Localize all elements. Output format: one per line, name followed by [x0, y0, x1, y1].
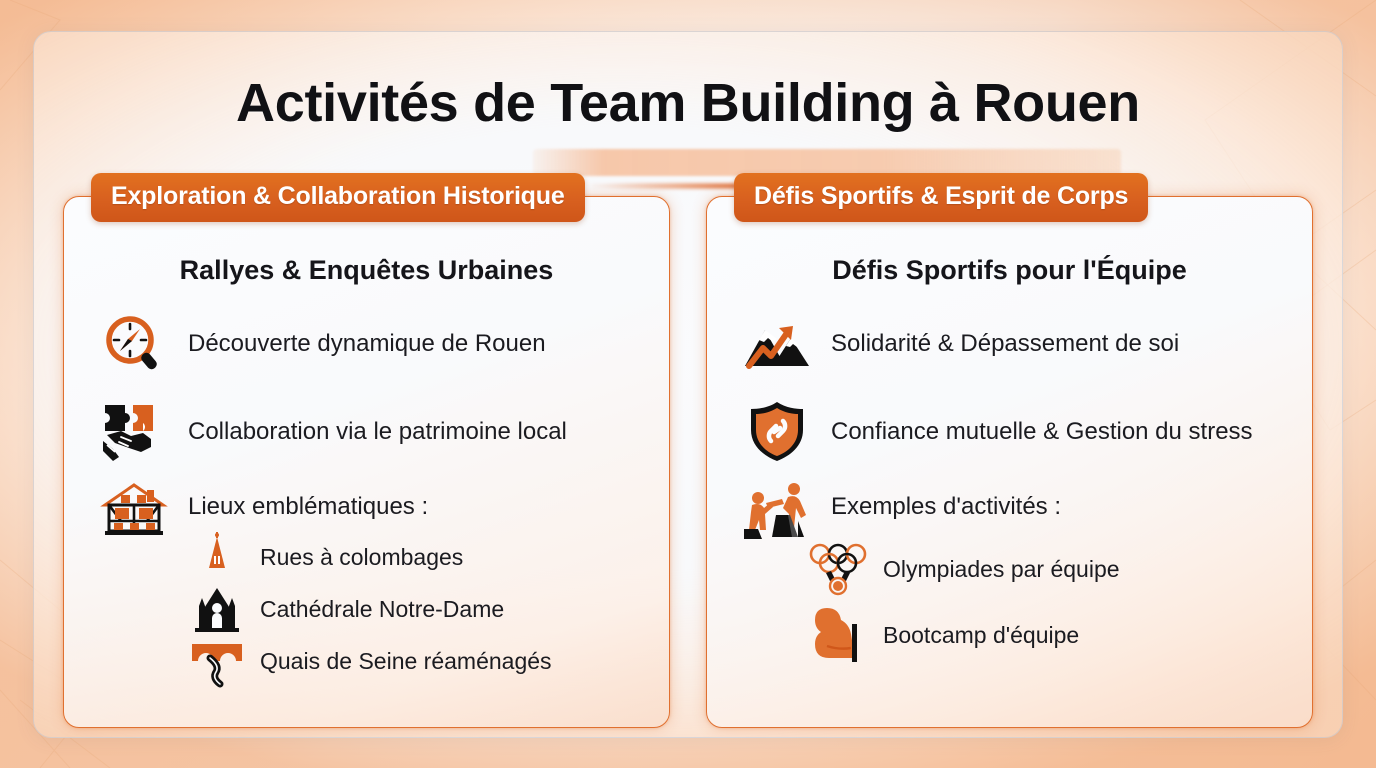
- panel-subtitle-sports: Défis Sportifs pour l'Équipe: [832, 255, 1187, 285]
- list-item-label: Lieux emblématiques :: [188, 493, 429, 520]
- list-item: Quais de Seine réaménagés: [188, 635, 649, 688]
- list-item: Cathédrale Notre-Dame: [188, 583, 649, 635]
- list-item: Exemples d'activités :: [741, 479, 1292, 545]
- list-item: Lieux emblématiques :: [98, 479, 649, 545]
- list-item-label: Découverte dynamique de Rouen: [188, 329, 546, 357]
- flexed-bicep-icon: [807, 606, 869, 664]
- list-item-label: Rues à colombages: [260, 543, 464, 570]
- compass-magnifier-icon: [98, 311, 170, 377]
- list-item-label: Confiance mutuelle & Gestion du stress: [831, 417, 1253, 445]
- list-item-label: Bootcamp d'équipe: [883, 621, 1080, 648]
- mountain-arrow-icon: [741, 311, 813, 377]
- list-item-label: Collaboration via le patrimoine local: [188, 417, 567, 445]
- cathedral-spire-icon: [188, 531, 246, 583]
- activities-block: Exemples d'activités :: [741, 479, 1292, 665]
- list-item: Découverte dynamique de Rouen: [98, 311, 649, 377]
- list-item: Olympiades par équipe: [807, 539, 1292, 599]
- panels-container: Exploration & Collaboration Historique R…: [34, 173, 1342, 728]
- activities-sublist: Olympiades par équipe: [741, 539, 1292, 665]
- title-block: Activités de Team Building à Rouen: [34, 72, 1342, 192]
- climbers-helping-icon: [741, 479, 813, 545]
- bridge-river-icon: [188, 635, 246, 688]
- olympic-rings-medal-icon: [807, 540, 869, 598]
- panel-sports: Défis Sportifs & Esprit de Corps Défis S…: [706, 173, 1313, 728]
- panel-badge-exploration: Exploration & Collaboration Historique: [91, 173, 585, 222]
- list-item-label: Exemples d'activités :: [831, 493, 1062, 520]
- landmarks-sublist: Rues à colombages: [98, 531, 649, 688]
- list-item: Bootcamp d'équipe: [807, 605, 1292, 665]
- list-item: Collaboration via le patrimoine local: [98, 399, 649, 465]
- title-highlight-band: [533, 149, 1122, 176]
- list-item-label: Olympiades par équipe: [883, 555, 1120, 582]
- slide-card: Activités de Team Building à Rouen Explo…: [33, 31, 1343, 738]
- list-item-label: Cathédrale Notre-Dame: [260, 595, 505, 622]
- cathedral-icon: [188, 583, 246, 635]
- panel-subtitle-exploration: Rallyes & Enquêtes Urbaines: [179, 255, 554, 285]
- exploration-item-list: Découverte dynamique de Rouen: [98, 311, 649, 688]
- list-item: Confiance mutuelle & Gestion du stress: [741, 399, 1292, 465]
- lieux-block: Lieux emblématiques :: [98, 479, 649, 688]
- panel-badge-sports: Défis Sportifs & Esprit de Corps: [734, 173, 1149, 222]
- list-item-label: Solidarité & Dépassement de soi: [831, 329, 1180, 357]
- puzzle-handshake-icon: [98, 399, 170, 465]
- list-item-label: Quais de Seine réaménagés: [260, 647, 552, 674]
- shield-chain-icon: [741, 399, 813, 465]
- panel-exploration: Exploration & Collaboration Historique R…: [63, 173, 670, 728]
- sports-item-list: Solidarité & Dépassement de soi: [741, 311, 1292, 671]
- half-timbered-house-icon: [98, 479, 170, 545]
- list-item: Solidarité & Dépassement de soi: [741, 311, 1292, 377]
- page-title: Activités de Team Building à Rouen: [236, 73, 1140, 133]
- list-item: Rues à colombages: [188, 531, 649, 583]
